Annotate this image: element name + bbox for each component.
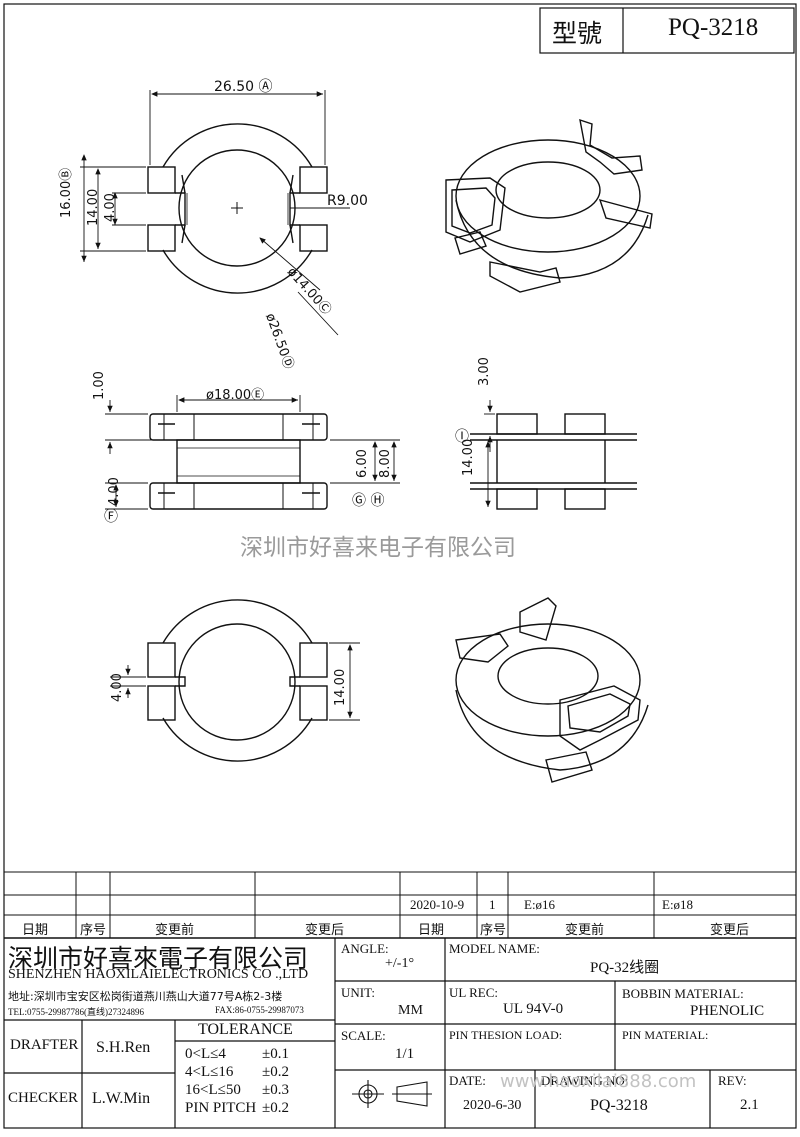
dim-end-mark: Ⓘ	[455, 429, 469, 445]
watermark: 深圳市好喜来电子有限公司	[240, 535, 516, 561]
dim-left-mid: 14.00	[86, 188, 101, 226]
tolerance-title: TOLERANCE	[198, 1021, 293, 1038]
scale-label: SCALE:	[341, 1028, 386, 1043]
bottom-view-dimensions	[110, 642, 360, 721]
tolerance-range-3: 16<L≤50	[185, 1082, 241, 1098]
ul-rec-value: UL 94V-0	[503, 1001, 564, 1017]
rev-row1-after: E:ø18	[662, 897, 694, 912]
bottom-view	[147, 599, 328, 762]
tolerance-value-3: ±0.3	[262, 1082, 289, 1098]
dim-top-width: 26.50 Ⓐ	[214, 79, 273, 95]
rev-header-no-2: 序号	[480, 923, 507, 938]
drawing-no-label: DRAWING NO:	[541, 1073, 629, 1088]
company-fax: FAX:86-0755-29987073	[215, 1005, 304, 1015]
top-title-box	[539, 7, 795, 54]
bobbin-label: BOBBIN MATERIAL:	[622, 986, 744, 1001]
iso-view-top	[445, 118, 653, 293]
tolerance-range-1: 0<L≤4	[185, 1046, 226, 1062]
dim-side-top: 1.00	[92, 371, 107, 400]
dim-radius: R9.00	[327, 193, 368, 209]
angle-label: ANGLE:	[341, 941, 389, 956]
company-name-cn: 深圳市好喜來電子有限公司	[8, 946, 309, 973]
dim-side-r6: 6.00	[355, 449, 370, 478]
dim-side-bottom: 4.00	[107, 477, 122, 506]
scale-value: 1/1	[395, 1046, 415, 1062]
company-tel: TEL:0755-29987786(直线)27324896	[8, 1007, 144, 1017]
tolerance-value-4: ±0.2	[262, 1100, 289, 1116]
date-label: DATE:	[449, 1073, 486, 1088]
drawing-no-value: PQ-3218	[590, 1097, 648, 1114]
tolerance-value-2: ±0.2	[262, 1064, 289, 1080]
dim-side-r8: 8.00	[378, 449, 393, 478]
rev-header-after: 变更后	[305, 923, 345, 938]
rev-header-before: 变更前	[155, 923, 195, 938]
checker-value: L.W.Min	[92, 1090, 151, 1107]
date-value: 2020-6-30	[463, 1098, 522, 1113]
pin-material-label: PIN MATERIAL:	[622, 1028, 709, 1042]
rev-header-after-2: 变更后	[710, 923, 750, 938]
rev-header-no: 序号	[80, 923, 107, 938]
model-name-label: MODEL NAME:	[449, 941, 540, 956]
tolerance-range-2: 4<L≤16	[185, 1064, 234, 1080]
company-name-en: SHENZHEN HAOXILAIELECTRONICS CO .,LTD	[8, 967, 309, 982]
dim-end-top: 3.00	[477, 357, 492, 386]
rev-row1-date: 2020-10-9	[410, 897, 465, 912]
dim-bottom-left: 4.00	[110, 673, 125, 702]
dim-side-dia: ø18.00Ⓔ	[206, 388, 265, 403]
rev-header-before-2: 变更前	[565, 923, 605, 938]
end-view-dimensions	[484, 400, 495, 507]
bobbin-value: PHENOLIC	[690, 1003, 765, 1019]
dim-left-outer: 16.00Ⓑ	[59, 167, 74, 218]
ul-rec-label: UL REC:	[449, 985, 498, 1000]
side-view	[149, 413, 328, 510]
rev-row1-no: 1	[489, 897, 496, 912]
rev-header-date-2: 日期	[418, 923, 445, 938]
top-view-dimensions	[80, 90, 350, 336]
tolerance-value-1: ±0.1	[262, 1046, 289, 1062]
rev-label: REV:	[718, 1073, 747, 1088]
url-watermark: www.haoxilai888.com	[500, 1071, 697, 1092]
sheet-border	[3, 3, 797, 1129]
angle-value: +/-1°	[385, 956, 415, 971]
drafter-label: DRAFTER	[10, 1037, 79, 1053]
end-view	[470, 413, 637, 510]
model-label: 型號	[552, 19, 603, 48]
revision-table-grid	[4, 871, 796, 939]
dim-bottom-right: 14.00	[333, 668, 348, 706]
rev-row1-before: E:ø16	[524, 897, 556, 912]
iso-view-bottom	[455, 597, 649, 783]
rev-header-date: 日期	[22, 923, 49, 938]
unit-value: MM	[398, 1003, 423, 1018]
rev-value: 2.1	[740, 1097, 759, 1113]
unit-label: UNIT:	[341, 985, 376, 1000]
projection-symbol-icon	[352, 1080, 432, 1108]
checker-label: CHECKER	[8, 1090, 79, 1106]
side-view-dimensions	[105, 395, 400, 510]
dim-side-mark-f: Ⓕ	[104, 509, 118, 525]
pin-tension-label: PIN THESION LOAD:	[449, 1028, 563, 1042]
model-name-value: PQ-32线圈	[590, 960, 660, 976]
title-block-grid	[4, 938, 796, 1128]
drafter-value: S.H.Ren	[96, 1039, 151, 1056]
company-address: 地址:深圳市宝安区松岗街道燕川燕山大道77号A栋2-3楼	[8, 990, 283, 1003]
model-value: PQ-3218	[668, 14, 759, 41]
dim-left-inner: 4.00	[103, 193, 118, 222]
tolerance-range-4: PIN PITCH	[185, 1100, 257, 1116]
dim-side-marks-gh: Ⓖ Ⓗ	[352, 493, 385, 509]
